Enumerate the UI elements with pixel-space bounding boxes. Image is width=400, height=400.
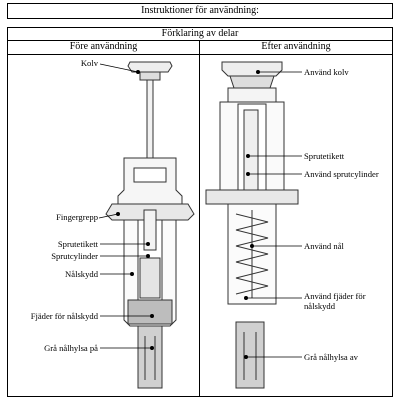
label-used-needle-guard-spring-line2: nålskydd — [304, 301, 336, 311]
label-syringe-label: Sprutetikett — [57, 239, 98, 249]
column-divider — [199, 55, 200, 397]
label-syringe-barrel: Sprutcylinder — [51, 251, 98, 261]
after-syringe-drawing — [205, 61, 299, 389]
label-after-syringe-label: Sprutetikett — [304, 151, 345, 161]
label-needle-guard: Nålskydd — [65, 269, 98, 279]
label-used-needle: Använd nål — [304, 241, 344, 251]
parts-table-frame — [7, 27, 393, 397]
label-used-needle-guard-spring: Använd fjäder för nålskydd — [304, 291, 366, 311]
label-used-needle-guard-spring-line1: Använd fjäder för — [304, 291, 366, 301]
label-grey-needle-cap-off: Grå nålhylsa av — [304, 352, 358, 362]
label-grey-needle-cap-on: Grå nålhylsa på — [44, 343, 98, 353]
label-used-syringe-barrel: Använd sprutcylinder — [304, 169, 379, 179]
label-finger-grip: Fingergrepp — [56, 212, 98, 222]
instructions-title: Instruktioner för användning: — [7, 3, 393, 19]
label-needle-guard-spring: Fjäder för nålskydd — [30, 311, 98, 321]
before-syringe-drawing — [105, 61, 195, 389]
label-used-plunger: Använd kolv — [304, 67, 349, 77]
label-plunger: Kolv — [80, 58, 98, 68]
